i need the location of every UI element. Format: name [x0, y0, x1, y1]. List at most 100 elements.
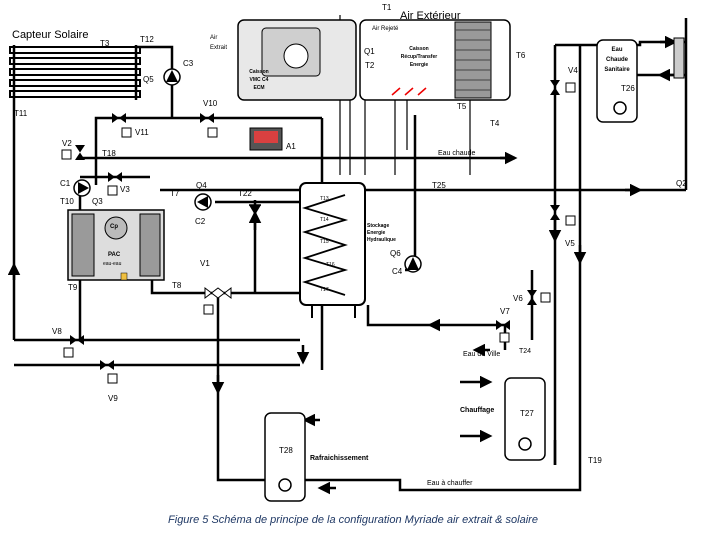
tag-q2: Q2 — [676, 179, 687, 188]
tag-v2: V2 — [62, 139, 72, 148]
check-valve-t22-icon — [249, 204, 261, 215]
tag-q6: Q6 — [390, 249, 401, 258]
ecs-line3: Sanitaire — [604, 67, 630, 73]
ecs-tank — [596, 37, 685, 123]
flow-arrows — [7, 35, 678, 495]
tag-v7: V7 — [500, 307, 510, 316]
valve-v5-icon — [550, 205, 560, 220]
tag-t26: T26 — [621, 84, 635, 93]
air-exterieur-label: Air Extérieur — [400, 10, 461, 22]
tag-c3: C3 — [183, 59, 194, 68]
valve-v9-icon — [100, 360, 114, 370]
tag-c4: C4 — [392, 267, 403, 276]
valve-v11-icon — [112, 113, 126, 123]
recuperator-box — [359, 19, 511, 101]
tag-c1: C1 — [60, 179, 71, 188]
tag-q1: Q1 — [364, 47, 375, 56]
tag-t27: T27 — [520, 409, 534, 418]
valve-v1-icon — [204, 286, 232, 300]
tag-t3: T3 — [100, 39, 110, 48]
vmc-box — [237, 19, 357, 101]
tag-t12: T12 — [140, 35, 154, 44]
tag-v8: V8 — [52, 327, 62, 336]
tag-v4: V4 — [568, 66, 578, 75]
eau-de-ville-label: Eau de Ville — [463, 351, 501, 358]
tag-q3: Q3 — [92, 197, 103, 206]
tag-t24: T24 — [519, 348, 532, 355]
tag-v5: V5 — [565, 239, 575, 248]
tag-t1: T1 — [382, 3, 392, 12]
caisson-recup-line1: Caisson — [409, 46, 429, 52]
stockage-line1: Stockage — [367, 223, 390, 229]
caisson-vmc-line3: ECM — [253, 85, 265, 91]
valve-v7-icon — [496, 320, 510, 330]
tag-v1: V1 — [200, 259, 210, 268]
pump-c4-icon — [404, 255, 422, 273]
actuator-boxes — [61, 82, 576, 384]
tag-v3: V3 — [120, 185, 130, 194]
pac-sub-label: eau-eau — [103, 261, 122, 267]
tag-v10: V10 — [203, 99, 218, 108]
cp-label: Cp — [110, 224, 118, 230]
air-extrait-label: Air Extrait — [210, 35, 228, 51]
tag-t10: T10 — [60, 197, 74, 206]
capteur-solaire-label: Capteur Solaire — [12, 29, 89, 41]
pump-c2-icon — [194, 193, 212, 211]
chauffage-label: Chauffage — [460, 407, 495, 414]
eau-a-chauffer-label: Eau à chauffer — [427, 480, 473, 487]
caisson-vmc-line1: Caisson — [249, 69, 269, 75]
tag-t16: T16 — [326, 262, 335, 268]
tag-v11: V11 — [135, 128, 149, 137]
tag-t18: T18 — [102, 149, 116, 158]
chauffage-tank — [504, 377, 546, 461]
tag-t8: T8 — [172, 281, 182, 290]
tag-t13: T13 — [320, 196, 329, 202]
caisson-vmc-line2: VMC C4 — [249, 77, 269, 83]
tag-t28: T28 — [279, 446, 293, 455]
tag-q4: Q4 — [196, 181, 207, 190]
air-rejete-label: Air Rejeté — [372, 26, 399, 32]
figure-caption: Figure 5 Schéma de principe de la config… — [168, 514, 538, 526]
solar-collector — [9, 45, 141, 100]
tag-v9: V9 — [108, 394, 118, 403]
tag-q5: Q5 — [143, 75, 154, 84]
pump-c1-icon — [73, 179, 91, 197]
tag-t7: T7 — [170, 189, 180, 198]
tag-t19: T19 — [588, 456, 602, 465]
tag-a1: A1 — [286, 142, 296, 151]
valve-v4-icon — [550, 80, 560, 95]
pump-c3-icon — [163, 68, 181, 86]
tag-t14: T14 — [320, 217, 329, 223]
eau-chaude-label: Eau chaude — [438, 150, 476, 157]
tag-c2: C2 — [195, 217, 206, 226]
valve-v3-icon — [108, 172, 122, 182]
stockage-line3: Hydraulique — [367, 237, 396, 243]
tag-t25: T25 — [432, 181, 446, 190]
ecs-line1: Eau — [611, 47, 623, 53]
tag-t6: T6 — [516, 51, 526, 60]
valve-v10-icon — [200, 113, 214, 123]
controller-a1-icon — [249, 127, 283, 151]
tag-v6: V6 — [513, 294, 523, 303]
tag-t11: T11 — [14, 109, 28, 118]
rafraichissement-tank — [264, 412, 306, 502]
stockage-line2: Energie — [367, 230, 386, 236]
tag-t4: T4 — [490, 119, 500, 128]
ecs-line2: Chaude — [605, 57, 628, 63]
valve-v6-icon — [527, 290, 537, 305]
tag-t22: T22 — [238, 189, 252, 198]
caisson-recup-line3: Energie — [409, 62, 429, 68]
valve-v2-icon — [75, 145, 85, 160]
rafraichissement-label: Rafraichissement — [310, 455, 369, 462]
tag-t5: T5 — [457, 102, 467, 111]
storage-tank — [299, 182, 366, 318]
caisson-recup-line2: Récup/Transfer — [400, 54, 438, 60]
tag-t15: T15 — [320, 239, 329, 245]
valve-v8-icon — [70, 335, 84, 345]
pac-box — [67, 209, 165, 281]
pac-label: PAC — [108, 252, 121, 258]
tag-t9: T9 — [68, 283, 78, 292]
tag-t17: T17 — [320, 287, 329, 293]
tag-t2: T2 — [365, 61, 375, 70]
